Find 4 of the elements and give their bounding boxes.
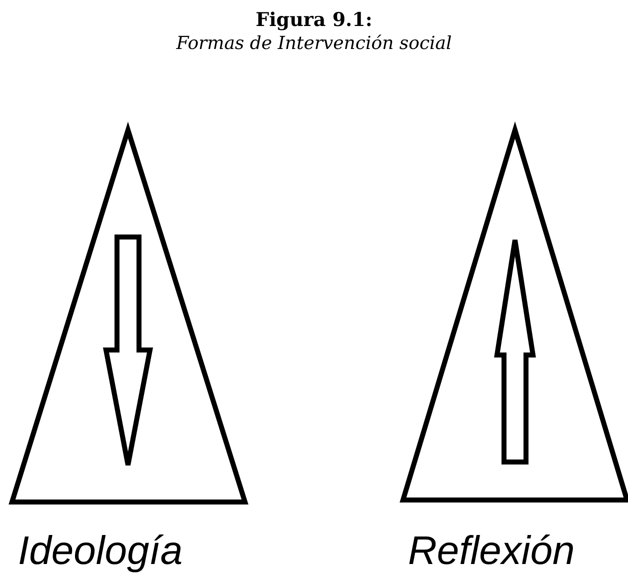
figure-title: Figura 9.1: <box>256 8 372 32</box>
figure-caption: Formas de Intervención social <box>176 32 452 56</box>
node-label: Ideología <box>18 528 183 574</box>
node-label: Reflexión <box>408 528 575 574</box>
